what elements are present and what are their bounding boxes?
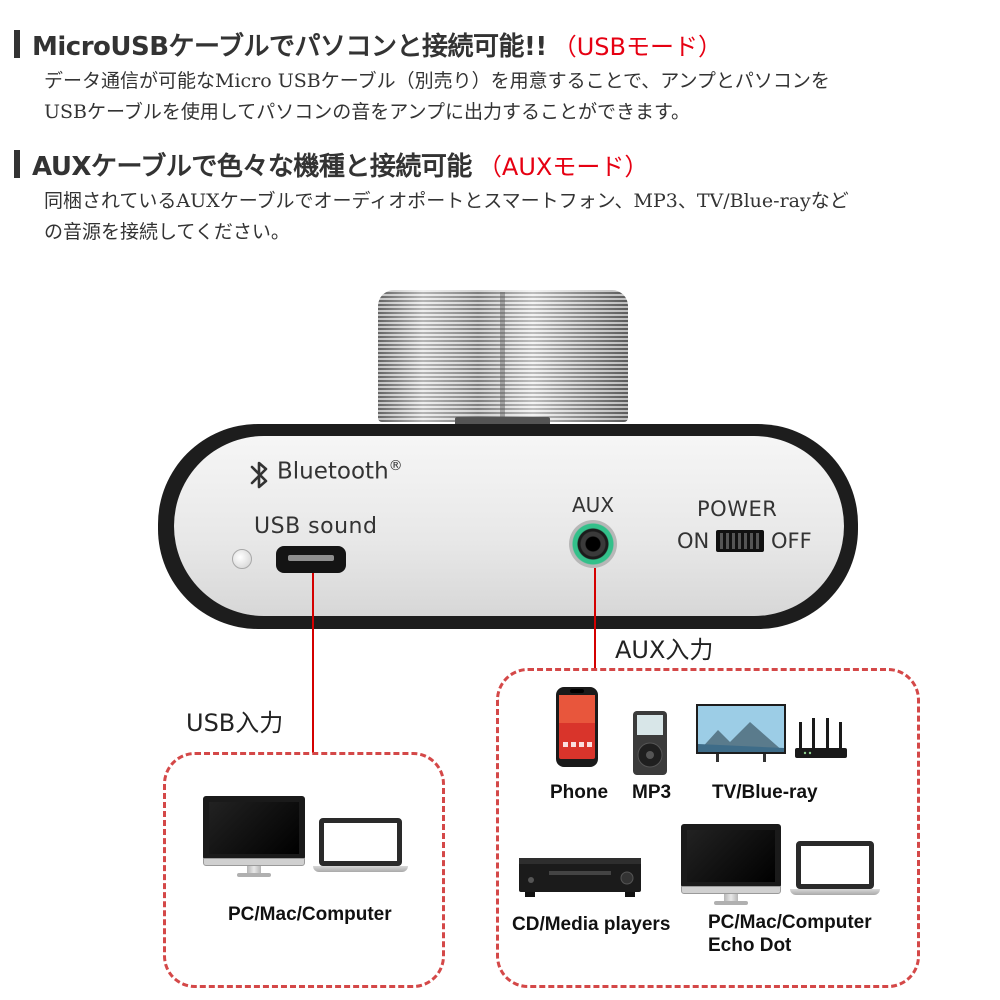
section-aux-description: 同梱されているAUXケーブルでオーディオポートとスマートフォン、MP3、TV/B… xyxy=(44,186,849,248)
section-aux-title: AUXケーブルで色々な機種と接続可能 xyxy=(32,151,472,182)
pc-label: PC/Mac/Computer xyxy=(708,912,872,933)
power-on-label: ON xyxy=(677,529,710,553)
micro-usb-port-icon xyxy=(276,546,346,573)
power-label: POWER xyxy=(697,497,778,521)
section-aux-heading: AUXケーブルで色々な機種と接続可能 （AUXモード） xyxy=(14,144,648,184)
mp3-player-icon xyxy=(633,711,667,775)
heading-bar xyxy=(14,30,20,58)
echo-dot-label: Echo Dot xyxy=(708,935,792,956)
usb-input-label: USB入力 xyxy=(186,709,284,737)
knob-highlight xyxy=(500,292,505,420)
section-usb-description: データ通信が可能なMicro USBケーブル（別売り）を用意することで、アンプと… xyxy=(44,66,830,128)
desktop-monitor-icon xyxy=(203,796,305,878)
volume-knob xyxy=(378,290,628,422)
usb-port-label: USB sound xyxy=(254,514,378,539)
amplifier-front-panel xyxy=(174,436,844,616)
section-usb-mode-label: （USBモード） xyxy=(552,32,722,61)
aux-jack-icon xyxy=(569,520,617,568)
aux-port-label: AUX xyxy=(572,493,615,517)
router-icon xyxy=(795,718,847,758)
section-aux-mode-label: （AUXモード） xyxy=(477,152,649,181)
cd-player-label: CD/Media players xyxy=(512,914,671,935)
section-usb-heading: MicroUSBケーブルでパソコンと接続可能!! （USBモード） xyxy=(14,24,722,64)
aux-cable-line xyxy=(594,568,596,668)
power-off-label: OFF xyxy=(771,529,812,553)
desktop-monitor-icon xyxy=(681,824,781,906)
usb-device-label: PC/Mac/Computer xyxy=(228,904,392,925)
aux-input-label: AUX入力 xyxy=(615,636,714,664)
cd-player-icon xyxy=(519,858,641,897)
mp3-label: MP3 xyxy=(632,782,672,803)
power-switch xyxy=(716,530,764,552)
section-usb-title: MicroUSBケーブルでパソコンと接続可能!! xyxy=(32,31,547,62)
registered-mark: ® xyxy=(388,458,403,474)
bluetooth-icon xyxy=(250,461,268,489)
tv-icon xyxy=(696,704,786,762)
aux-devices-box xyxy=(496,668,920,988)
description-line: 同梱されているAUXケーブルでオーディオポートとスマートフォン、MP3、TV/B… xyxy=(44,190,849,212)
status-led xyxy=(232,549,252,569)
usb-cable-line xyxy=(312,573,314,753)
usb-devices-box xyxy=(163,752,445,988)
smartphone-icon xyxy=(556,687,598,767)
phone-label: Phone xyxy=(550,782,609,803)
description-line: USBケーブルを使用してパソコンの音をアンプに出力することができます。 xyxy=(44,101,691,123)
description-line: の音源を接続してください。 xyxy=(44,221,290,243)
bluetooth-logo-text: Bluetooth® xyxy=(277,458,403,485)
laptop-icon xyxy=(313,818,408,873)
heading-bar xyxy=(14,150,20,178)
description-line: データ通信が可能なMicro USBケーブル（別売り）を用意することで、アンプと… xyxy=(44,70,830,92)
laptop-icon xyxy=(790,841,880,896)
tv-label: TV/Blue-ray xyxy=(712,782,818,803)
bluetooth-label: Bluetooth xyxy=(277,458,389,485)
